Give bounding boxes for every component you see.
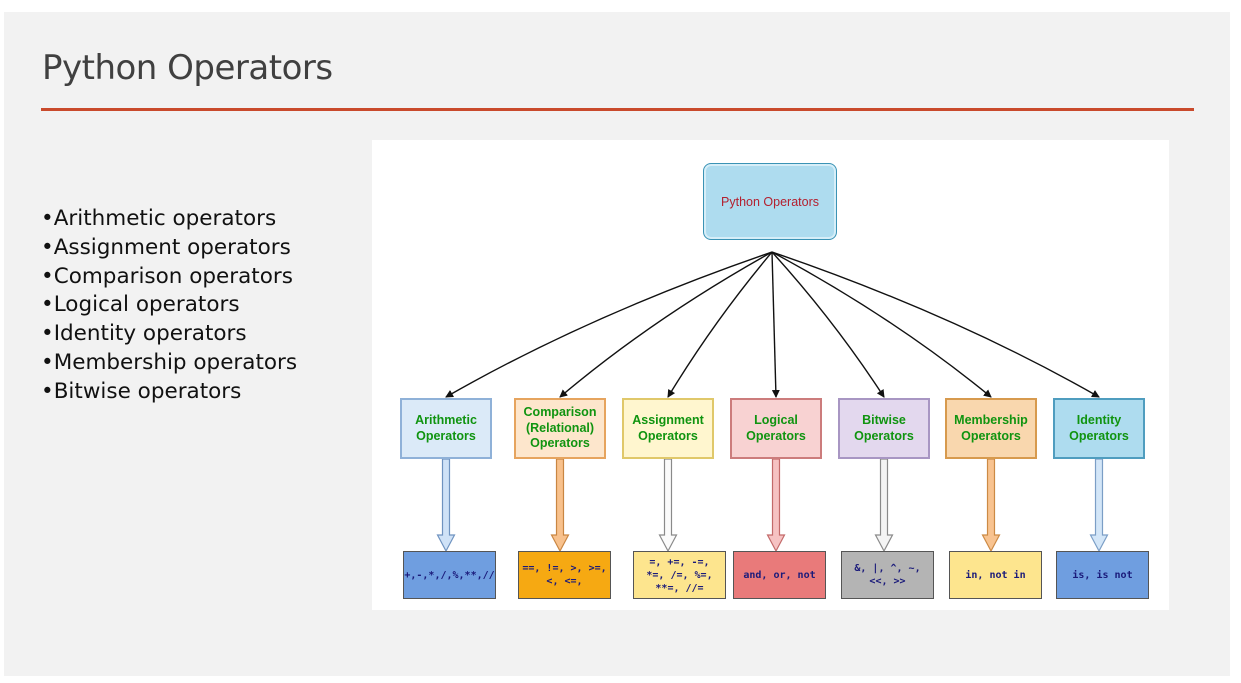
slide: Python Operators Arithmetic operators As… [4,12,1230,676]
block-arrow [550,458,570,553]
block-arrow [874,458,894,553]
operators-node-assignment: =, +=, -=, *=, /=, %=, **=, //= [633,551,726,599]
category-node-logical: Logical Operators [730,398,822,459]
connector-arrow [771,251,1100,398]
block-arrow [766,458,786,553]
bullet-item: Bitwise operators [41,378,297,407]
category-node-bitwise: Bitwise Operators [838,398,930,459]
category-node-identity: Identity Operators [1053,398,1145,459]
block-arrow [1089,458,1109,553]
connector-arrow [667,251,773,398]
connector-arrow [771,251,780,398]
title-underline [41,108,1194,111]
bullet-list: Arithmetic operators Assignment operator… [41,205,297,407]
bullet-item: Identity operators [41,320,297,349]
connector-arrow [771,251,885,398]
operators-node-arithmetic: +,-,*,/,%,**,// [403,551,496,599]
operators-node-logical: and, or, not [733,551,826,599]
diagram-connectors [436,251,1109,553]
block-arrow [436,458,456,553]
operators-node-bitwise: &, |, ^, ~, <<, >> [841,551,934,599]
operators-node-comparison: ==, !=, >, >=, <, <=, [518,551,611,599]
bullet-item: Assignment operators [41,234,297,263]
connector-arrow [771,251,992,398]
category-node-assignment: Assignment Operators [622,398,714,459]
category-node-arithmetic: Arithmetic Operators [400,398,492,459]
block-arrow [658,458,678,553]
bullet-item: Arithmetic operators [41,205,297,234]
block-arrow [981,458,1001,553]
connector-arrow [445,251,773,398]
root-node-python-operators: Python Operators [703,163,837,240]
connector-arrow [559,251,773,398]
slide-title: Python Operators [42,48,333,88]
category-node-comparison: Comparison (Relational) Operators [514,398,606,459]
bullet-item: Logical operators [41,291,297,320]
category-node-membership: Membership Operators [945,398,1037,459]
operators-node-identity: is, is not [1056,551,1149,599]
operators-node-membership: in, not in [949,551,1042,599]
operator-hierarchy-diagram: Python Operators Arithmetic Operators Co… [372,140,1169,610]
bullet-item: Membership operators [41,349,297,378]
bullet-item: Comparison operators [41,263,297,292]
